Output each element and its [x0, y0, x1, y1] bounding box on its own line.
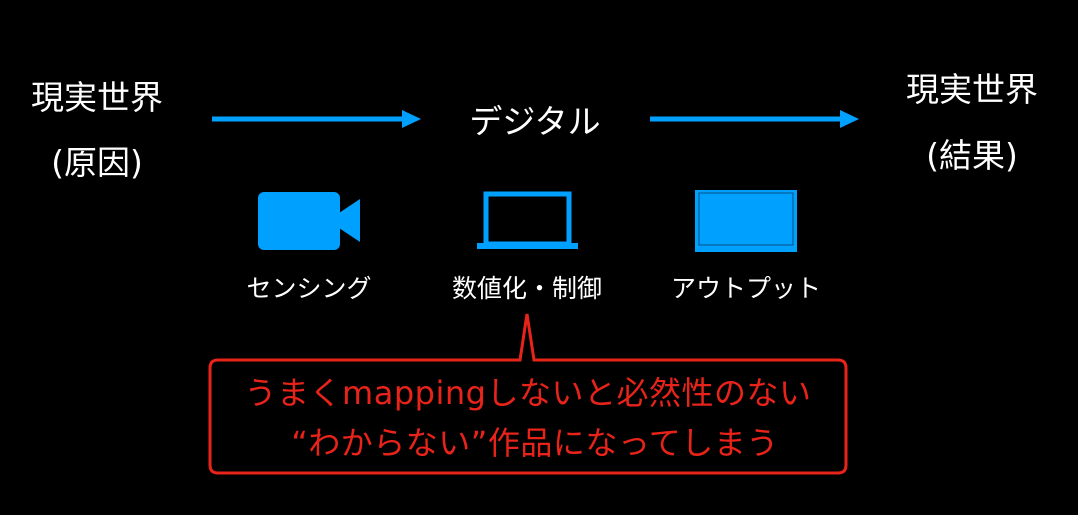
callout-line-1: うまくmappingしないと必然性のない [244, 374, 812, 412]
video-camera-icon [258, 192, 360, 250]
callout-line-2: “わからない”作品になってしまう [291, 424, 779, 462]
monitor-icon [695, 190, 797, 252]
left-subtitle: (原因) [51, 143, 143, 182]
center-title: デジタル [469, 102, 601, 141]
left-title: 現実世界 [31, 78, 163, 117]
stage-label-output: アウトプット [670, 274, 822, 303]
callout-box [208, 313, 848, 475]
stage-label-digitize: 数値化・制御 [451, 274, 603, 303]
laptop-icon [477, 191, 578, 249]
right-subtitle: (結果) [926, 136, 1018, 175]
right-title: 現実世界 [906, 70, 1038, 109]
stage-label-sensing: センシング [246, 274, 372, 303]
arrow-left-to-digital [212, 110, 421, 128]
arrow-digital-to-right [650, 110, 859, 128]
